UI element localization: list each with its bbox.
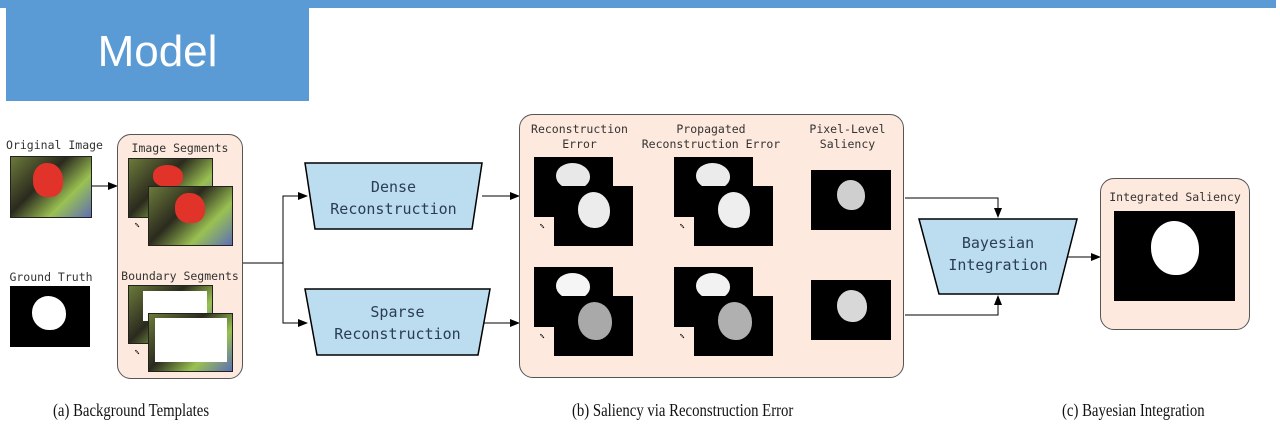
caption-saliency-reconstruction: (b) Saliency via Reconstruction Error [572,400,794,420]
col1-line-1: Reconstruction [531,122,628,136]
col2-line-1: Propagated [676,122,746,136]
sparse-line-2: Reconstruction [334,325,461,343]
col2-line-2: Reconstruction Error [641,137,781,151]
saliency-shape [578,302,612,340]
boundary-segment-2 [148,313,233,372]
dense-reconstruction-label: Dense Reconstruction [305,176,482,220]
line-pixel-to-bayes-bottom [905,295,1002,316]
slide-title: Model [97,27,218,76]
propagated-error-sparse-2 [694,296,773,356]
saliency-shape [696,163,730,189]
sparse-line-1: Sparse [370,303,425,321]
flower-shape [175,193,205,223]
saliency-shape [718,192,750,228]
ground-truth-label: Ground Truth [9,270,93,284]
saliency-shape [556,273,590,299]
boundary-segments-label: Boundary Segments [121,269,239,283]
saliency-shape [837,180,865,210]
image-segments-label: Image Segments [131,141,229,155]
propagated-error-dense-2 [694,186,773,246]
line-templates-split-lower [282,263,308,327]
original-image [10,156,92,218]
image-segment-2 [148,186,233,246]
pixel-level-saliency-label: Pixel-Level Saliency [800,122,895,152]
pixel-saliency-sparse [811,280,891,340]
line-pixel-to-bayes-top [905,197,1002,218]
flower-shape [33,163,63,197]
col3-line-2: Saliency [819,137,876,151]
caption-background-templates: (a) Background Templates [53,400,210,420]
recon-error-dense-2 [554,186,633,246]
sparse-reconstruction-block [304,288,491,356]
dense-reconstruction-block [304,162,483,230]
line-templates-split [243,192,308,264]
saliency-shape [696,273,730,299]
bayesian-integration-block [918,218,1078,295]
saliency-shape [1151,221,1199,275]
pixel-saliency-dense [811,170,891,230]
propagated-error-label: Propagated Reconstruction Error [636,122,786,152]
caption-bayesian-integration: (c) Bayesian Integration [1062,400,1205,420]
col3-line-1: Pixel-Level [809,122,886,136]
integrated-saliency-map [1114,211,1235,301]
recon-error-sparse-2 [554,296,633,356]
bayes-line-2: Integration [948,256,1048,274]
ground-truth-mask [10,286,90,347]
reconstruction-error-label: Reconstruction Error [522,122,637,152]
saliency-shape [556,163,590,189]
saliency-shape [837,290,867,322]
boundary-mask [155,318,227,362]
dense-line-2: Reconstruction [330,200,457,218]
flower-shape [153,165,183,187]
mask-shape [32,296,66,330]
saliency-shape [578,192,610,228]
title-banner [6,0,309,101]
original-image-label: Original Image [6,138,103,152]
dense-line-1: Dense [370,178,417,196]
integrated-saliency-label: Integrated Saliency [1109,190,1241,204]
saliency-shape [718,302,752,340]
col1-line-2: Error [562,137,597,151]
sparse-reconstruction-label: Sparse Reconstruction [307,301,488,345]
bayesian-integration-label: Bayesian Integration [919,232,1077,276]
bayes-line-1: Bayesian [961,234,1035,252]
header-accent-bar [0,0,1276,8]
